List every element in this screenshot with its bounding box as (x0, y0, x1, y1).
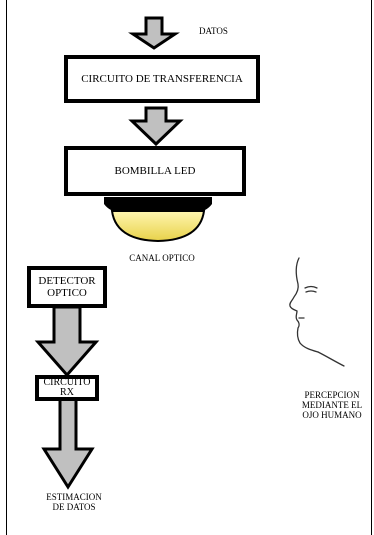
percepcion-label: PERCEPCION MEDIANTE EL OJO HUMANO (301, 390, 363, 420)
detector-optico-box: DETECTOR OPTICO (27, 266, 107, 308)
led-base (104, 197, 212, 212)
arrow-circuit-to-led (128, 106, 184, 147)
canal-optico-label: CANAL OPTICO (129, 253, 195, 263)
circuito-rx-box: CIRCUITO RX (35, 375, 99, 401)
circuito-transferencia-box: CIRCUITO DE TRANSFERENCIA (64, 55, 260, 103)
estimacion-datos-label: ESTIMACION DE DATOS (46, 492, 102, 512)
datos-label: DATOS (199, 26, 228, 36)
led-lens (110, 210, 206, 243)
bombilla-led-box: BOMBILLA LED (64, 146, 246, 196)
arrow-detector-to-rx (34, 305, 100, 378)
human-face-icon (289, 257, 345, 367)
page-right-border (371, 0, 372, 535)
arrow-datos-in (128, 16, 180, 50)
page-left-border (6, 0, 7, 535)
arrow-rx-to-estimation (41, 395, 95, 490)
